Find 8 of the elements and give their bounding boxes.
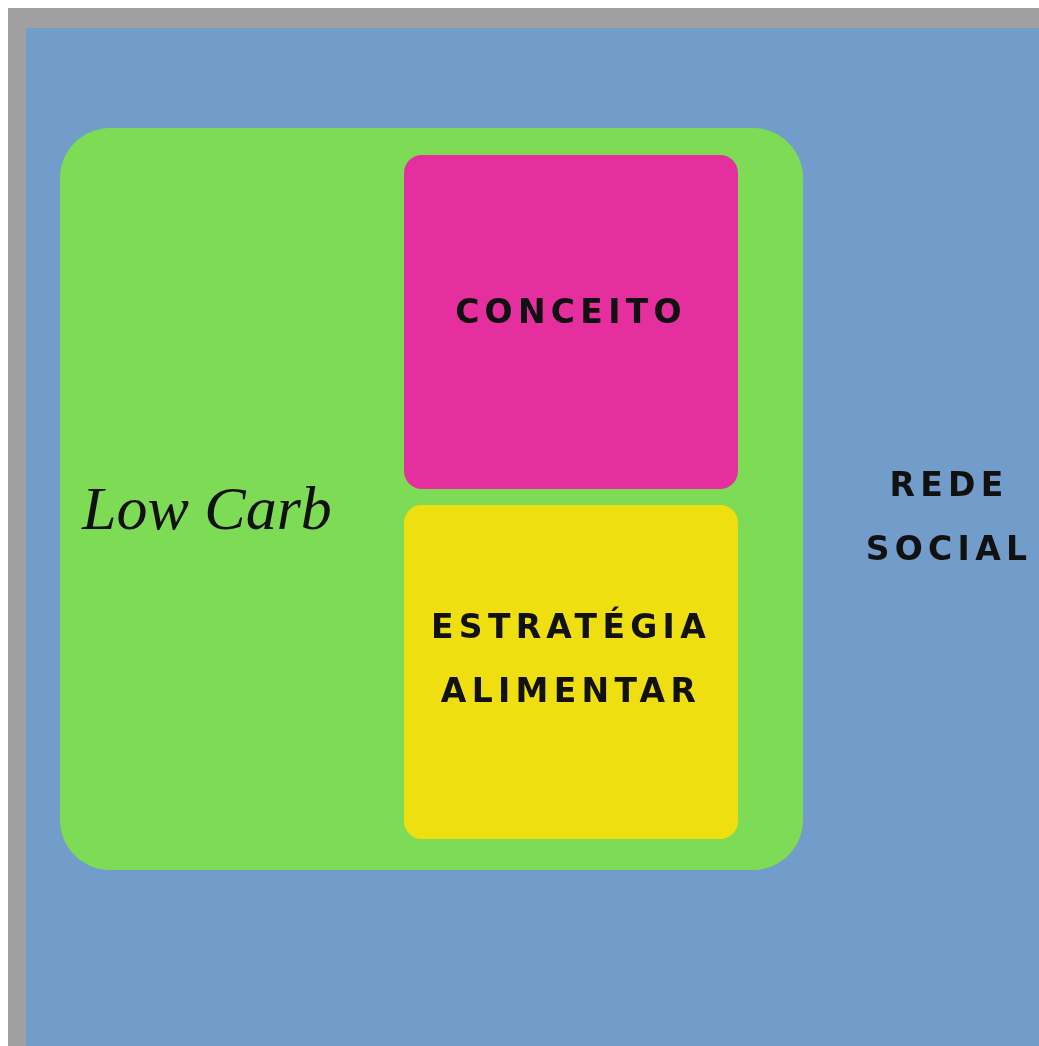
concept-box	[404, 155, 738, 489]
outer-panel	[26, 28, 1039, 1046]
rounded-panel	[60, 128, 803, 870]
box-label: ESTRATÉGIA ALIMENTAR	[430, 605, 712, 713]
strategy-box	[404, 505, 738, 839]
box-label: CONCEITO	[454, 291, 688, 333]
box-label: REDE SOCIAL	[864, 464, 1034, 571]
panel-title: Low Carb	[82, 473, 333, 544]
